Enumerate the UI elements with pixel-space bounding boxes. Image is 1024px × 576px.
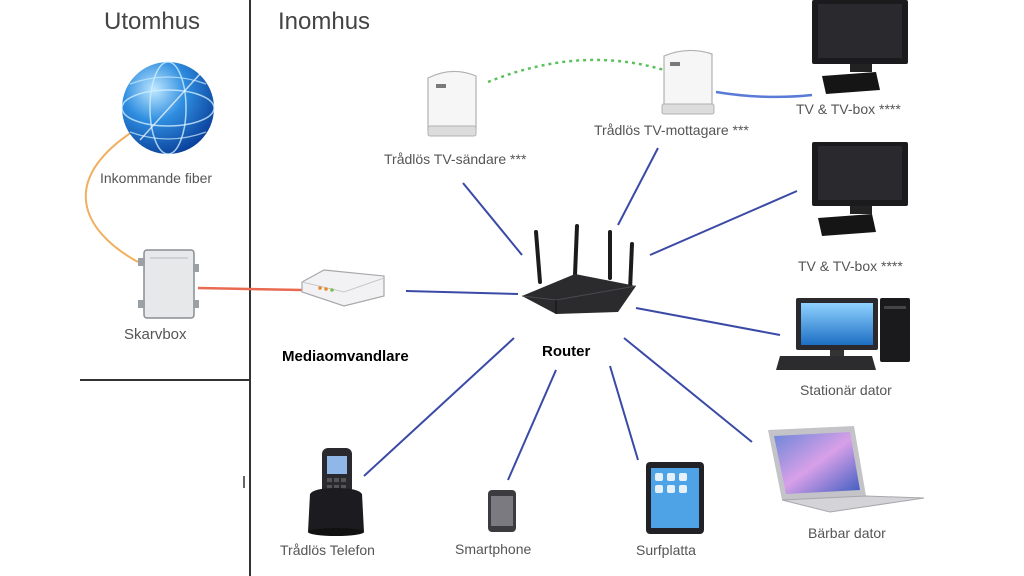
tv-link [715,90,813,99]
lan-link-tv-sender [462,182,523,256]
lan-link-tv2 [649,190,798,256]
fiber-link [84,131,139,263]
media-converter-icon [301,269,385,307]
label-smartphone: Smartphone [455,541,532,557]
label-media-converter: Mediaomvandlare [282,348,409,365]
lan-link-desktop [635,307,781,336]
label-tv-1: TV & TV-box **** [796,101,901,117]
label-tablet: Surfplatta [636,542,696,558]
globe-icon [121,61,215,155]
label-desktop: Stationär dator [800,382,892,398]
label-phone: Trådlös Telefon [280,542,375,558]
section-label-outdoor: Utomhus [104,8,201,35]
label-router: Router [542,343,591,360]
smartphone-icon [488,490,516,532]
cordless-phone-icon [308,448,364,536]
router-icon [521,224,637,314]
label-splice-box: Skarvbox [124,326,187,343]
label-tv-receiver: Trådlös TV-mottagare *** [594,122,749,138]
lan-links [363,147,798,481]
tv-icon-1 [812,0,908,94]
tv-receiver-icon [661,49,715,115]
converter-link [197,286,303,292]
lan-link-phone [363,337,515,477]
label-tv-sender: Trådlös TV-sändare *** [384,151,527,167]
label-tv-2: TV & TV-box **** [798,258,903,274]
splice-box-icon [138,249,199,319]
lan-link-tv-receiver [617,147,659,226]
wireless-link [487,58,665,84]
lan-link-laptop [623,337,753,443]
lan-link-tablet [609,365,639,461]
tv-icon-2 [812,142,908,236]
laptop-icon [768,426,925,513]
label-laptop: Bärbar dator [808,525,886,541]
tablet-icon [646,462,704,534]
desktop-computer-icon [776,298,910,370]
tv-sender-icon [427,70,477,137]
lan-link-converter [405,290,519,295]
lan-link-smartphone [507,369,557,481]
section-label-indoor: Inomhus [278,8,371,35]
label-fiber: Inkommande fiber [100,170,213,186]
